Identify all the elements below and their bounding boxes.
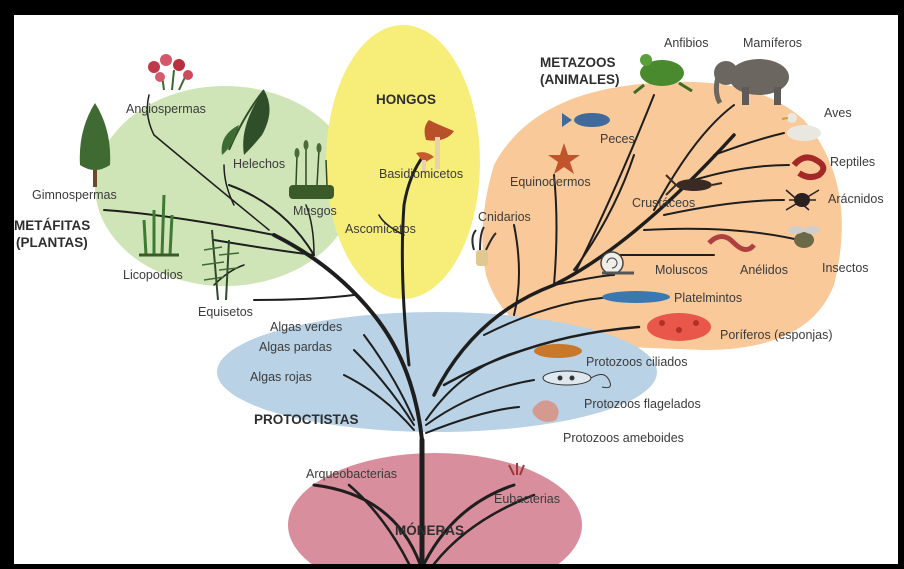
- poriferos-label: Poríferos (esponjas): [720, 328, 833, 342]
- equinodermos-label: Equinodermos: [510, 175, 591, 189]
- gimnospermas-label: Gimnospermas: [32, 188, 117, 202]
- ciliate-icon: [534, 344, 582, 358]
- metazoos-region: [482, 82, 841, 350]
- anfibios-label: Anfibios: [664, 36, 708, 50]
- diagram-canvas: METÁFITAS (PLANTAS) HONGOS METAZOOS (ANI…: [14, 15, 898, 564]
- algas-pardas-label: Algas pardas: [259, 340, 332, 354]
- animales-label: (ANIMALES): [540, 72, 620, 87]
- cnidarios-label: Cnidarios: [478, 210, 531, 224]
- licopodios-label: Licopodios: [123, 268, 183, 282]
- flower-angiosperm-icon: [148, 54, 193, 90]
- angiospermas-label: Angiospermas: [126, 102, 206, 116]
- arqueobacterias-label: Arqueobacterias: [306, 467, 397, 481]
- platelmintos-label: Platelmintos: [674, 291, 742, 305]
- protozoos-ciliados-label: Protozoos ciliados: [586, 355, 687, 369]
- metafitas-label: METÁFITAS: [14, 218, 90, 233]
- moluscos-label: Moluscos: [655, 263, 708, 277]
- sponge-icon: [647, 313, 711, 341]
- protozoos-flagelados-label: Protozoos flagelados: [584, 397, 701, 411]
- reptiles-label: Reptiles: [830, 155, 875, 169]
- flatworm-icon: [602, 291, 670, 303]
- equisetos-label: Equisetos: [198, 305, 253, 319]
- tree-of-life-diagram: METÁFITAS (PLANTAS) HONGOS METAZOOS (ANI…: [14, 15, 898, 564]
- basidiomicetos-label: Basidiomicetos: [379, 167, 463, 181]
- crustaceos-label: Crustáceos: [632, 196, 695, 210]
- eubacterias-label: Eubacterias: [494, 492, 560, 506]
- protoctistas-label: PROTOCTISTAS: [254, 412, 359, 427]
- plantas-label: (PLANTAS): [16, 235, 88, 250]
- peces-label: Peces: [600, 132, 635, 146]
- algas-rojas-label: Algas rojas: [250, 370, 312, 384]
- aracnidos-label: Arácnidos: [828, 192, 884, 206]
- aves-label: Aves: [824, 106, 852, 120]
- moneras-label: MÓNERAS: [395, 523, 464, 538]
- ascomicetos-label: Ascomicetos: [345, 222, 416, 236]
- algas-verdes-label: Algas verdes: [270, 320, 342, 334]
- insectos-label: Insectos: [822, 261, 869, 275]
- mamiferos-label: Mamíferos: [743, 36, 802, 50]
- musgos-label: Musgos: [293, 204, 337, 218]
- metazoos-label: METAZOOS: [540, 55, 616, 70]
- anelidos-label: Anélidos: [740, 263, 788, 277]
- protozoos-ameboides-label: Protozoos ameboides: [563, 431, 684, 445]
- hongos-label: HONGOS: [376, 92, 436, 107]
- helechos-label: Helechos: [233, 157, 285, 171]
